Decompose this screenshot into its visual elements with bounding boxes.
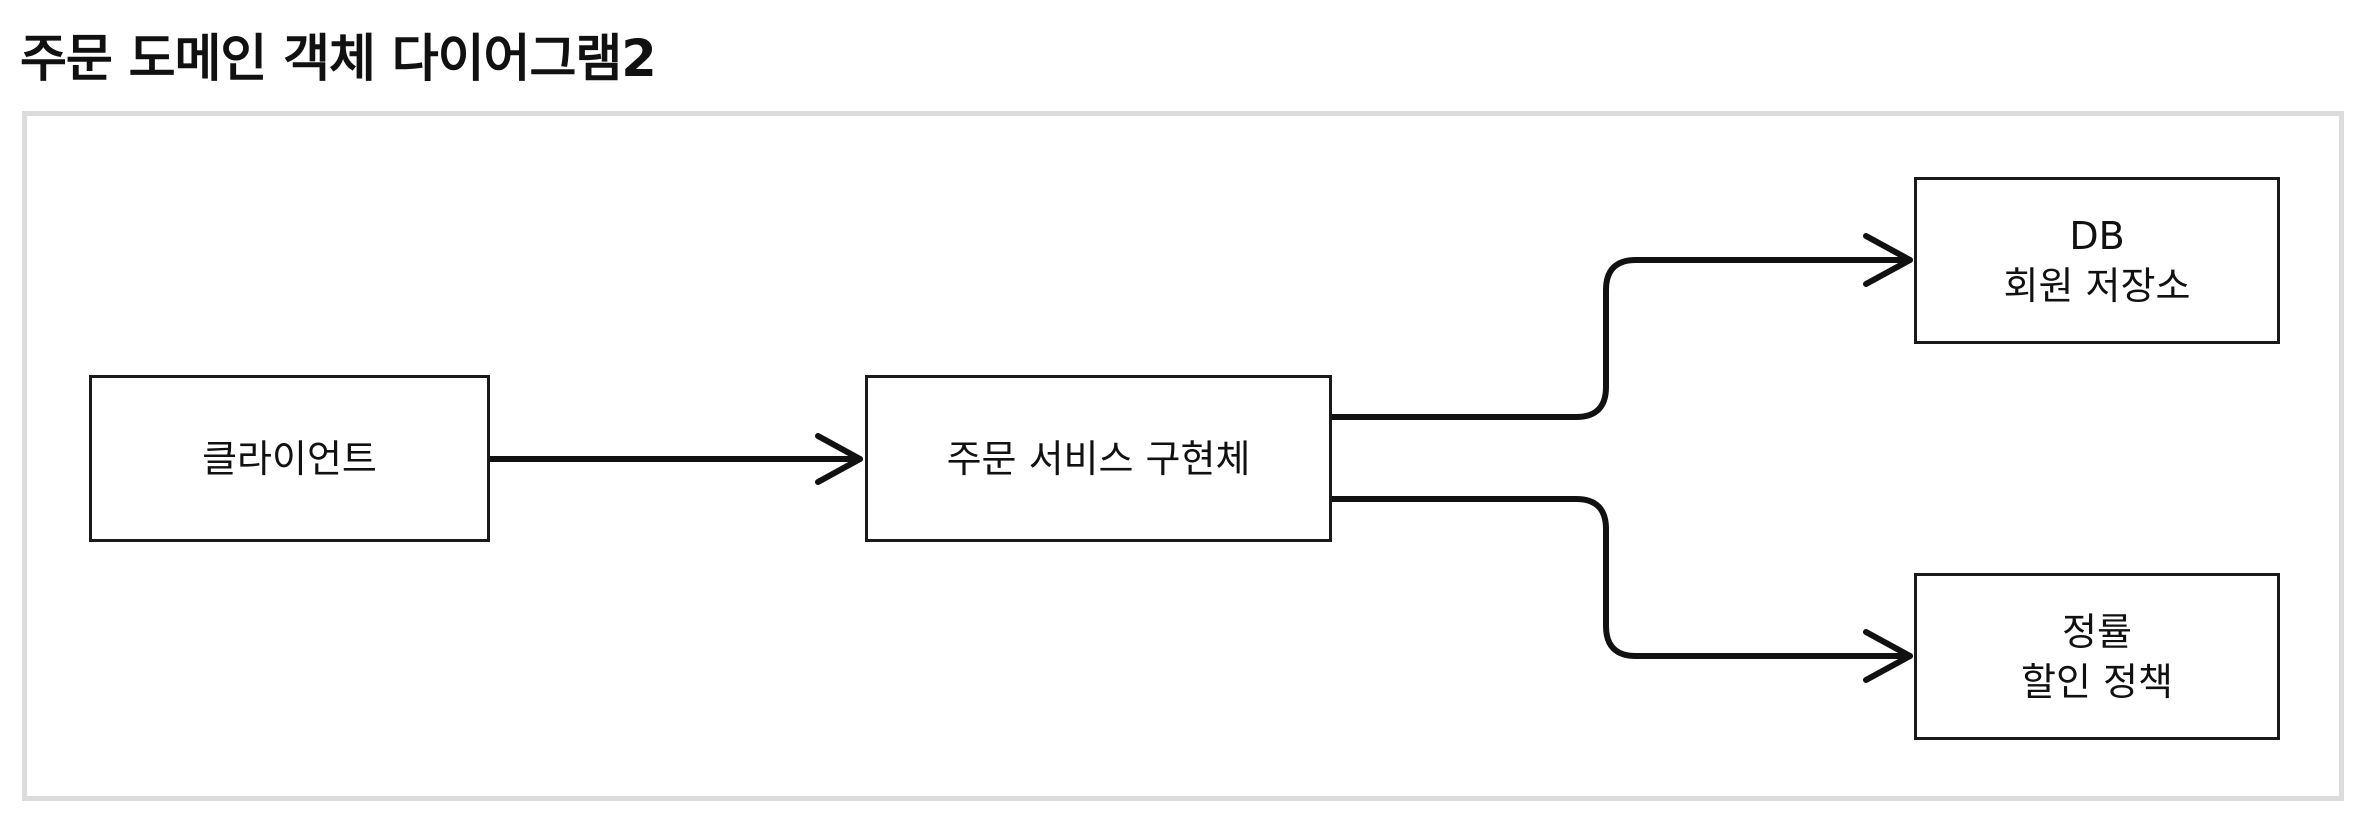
discount-policy-label-line-1: 정률 [2062, 609, 2132, 654]
client-node: 클라이언트 [89, 375, 490, 542]
member-repository-label-line-2: 회원 저장소 [2003, 263, 2191, 308]
client-label: 클라이언트 [202, 436, 377, 481]
discount-policy-node: 정률 할인 정책 [1914, 573, 2280, 740]
edge-order-service-to-discount-policy [1329, 496, 1913, 659]
page-title: 주문 도메인 객체 다이어그램2 [20, 30, 657, 89]
order-service-label: 주문 서비스 구현체 [946, 436, 1251, 481]
member-repository-label-line-1: DB [2069, 213, 2125, 258]
member-repository-node: DB 회원 저장소 [1914, 177, 2280, 344]
edge-order-service-to-member-repository [1329, 257, 1913, 420]
arrowhead-member-repository [1863, 233, 1913, 287]
order-service-node: 주문 서비스 구현체 [865, 375, 1332, 542]
arrowhead-order-service [815, 433, 863, 485]
discount-policy-label-line-2: 할인 정책 [2021, 659, 2173, 704]
arrowhead-discount-policy [1863, 629, 1913, 683]
